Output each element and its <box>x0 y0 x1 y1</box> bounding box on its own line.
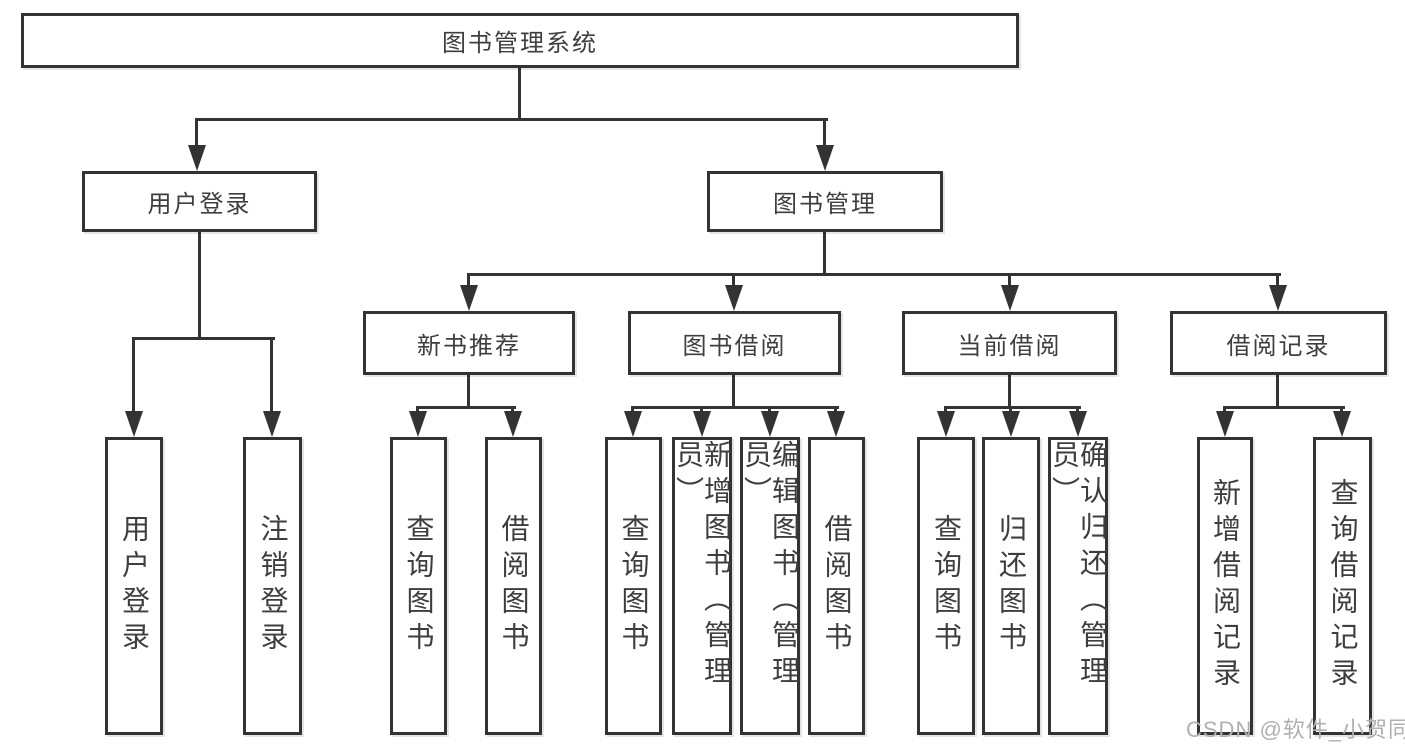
connector-vline <box>1008 373 1011 406</box>
arrowhead-down-icon <box>816 145 834 171</box>
connector-vline <box>732 273 735 289</box>
connector-vline <box>270 337 273 413</box>
leaf-user-login: 用户登录 <box>105 437 163 735</box>
arrowhead-down-icon <box>1216 411 1234 437</box>
connector-vline <box>1276 373 1279 406</box>
leaf-logout-login: 注销登录 <box>243 437 302 735</box>
leaf-return-books: 归还图书 <box>982 437 1040 735</box>
connector-vline <box>1276 273 1279 289</box>
arrowhead-down-icon <box>624 411 642 437</box>
connector-hline <box>633 406 839 409</box>
connector-hline <box>1225 406 1345 409</box>
leaf-add-books-admin: 新增图书（管理员） <box>672 437 732 735</box>
node-book-management: 图书管理 <box>707 171 943 232</box>
leaf-borrow-books-recommend: 借阅图书 <box>485 437 542 735</box>
leaf-query-borrow-record: 查询借阅记录 <box>1313 437 1372 735</box>
connector-vline <box>823 230 826 273</box>
arrowhead-down-icon <box>263 411 281 437</box>
leaf-edit-books-admin: 编辑图书（管理员） <box>740 437 800 735</box>
arrowhead-down-icon <box>937 411 955 437</box>
arrowhead-down-icon <box>761 411 779 437</box>
leaf-add-borrow-record: 新增借阅记录 <box>1197 437 1253 735</box>
arrowhead-down-icon <box>1333 411 1351 437</box>
arrowhead-down-icon <box>827 411 845 437</box>
connector-vline <box>132 337 135 413</box>
arrowhead-down-icon <box>188 145 206 171</box>
connector-vline <box>823 118 826 148</box>
node-current-borrowing: 当前借阅 <box>902 311 1117 375</box>
arrowhead-down-icon <box>1069 411 1087 437</box>
arrowhead-down-icon <box>1269 285 1287 311</box>
node-borrowing-records: 借阅记录 <box>1170 311 1387 375</box>
watermark: CSDN @软件_小贺同学 <box>1186 717 1405 742</box>
connector-vline <box>198 230 201 337</box>
node-library-system: 图书管理系统 <box>21 13 1019 68</box>
leaf-query-books-current: 查询图书 <box>917 437 975 735</box>
connector-hline <box>946 406 1081 409</box>
connector-hline <box>197 118 828 121</box>
connector-vline <box>1008 273 1011 289</box>
leaf-confirm-return-admin: 确认归还（管理员） <box>1048 437 1108 735</box>
leaf-query-books-recommend: 查询图书 <box>390 437 447 735</box>
arrowhead-down-icon <box>1001 285 1019 311</box>
connector-vline <box>195 118 198 148</box>
connector-vline <box>467 273 470 289</box>
node-new-book-recommend: 新书推荐 <box>363 311 575 375</box>
connector-vline <box>732 373 735 406</box>
leaf-query-books-borrowing: 查询图书 <box>605 437 662 735</box>
arrowhead-down-icon <box>693 411 711 437</box>
leaf-borrow-books-borrowing: 借阅图书 <box>808 437 865 735</box>
arrowhead-down-icon <box>504 411 522 437</box>
arrowhead-down-icon <box>725 285 743 311</box>
arrowhead-down-icon <box>125 411 143 437</box>
node-book-borrowing: 图书借阅 <box>628 311 841 375</box>
connector-vline <box>467 373 470 406</box>
node-user-login: 用户登录 <box>82 171 317 232</box>
connector-hline <box>134 337 275 340</box>
connector-vline <box>518 66 521 118</box>
arrowhead-down-icon <box>409 411 427 437</box>
arrowhead-down-icon <box>460 285 478 311</box>
connector-hline <box>418 406 516 409</box>
arrowhead-down-icon <box>1002 411 1020 437</box>
connector-hline <box>469 273 1281 276</box>
